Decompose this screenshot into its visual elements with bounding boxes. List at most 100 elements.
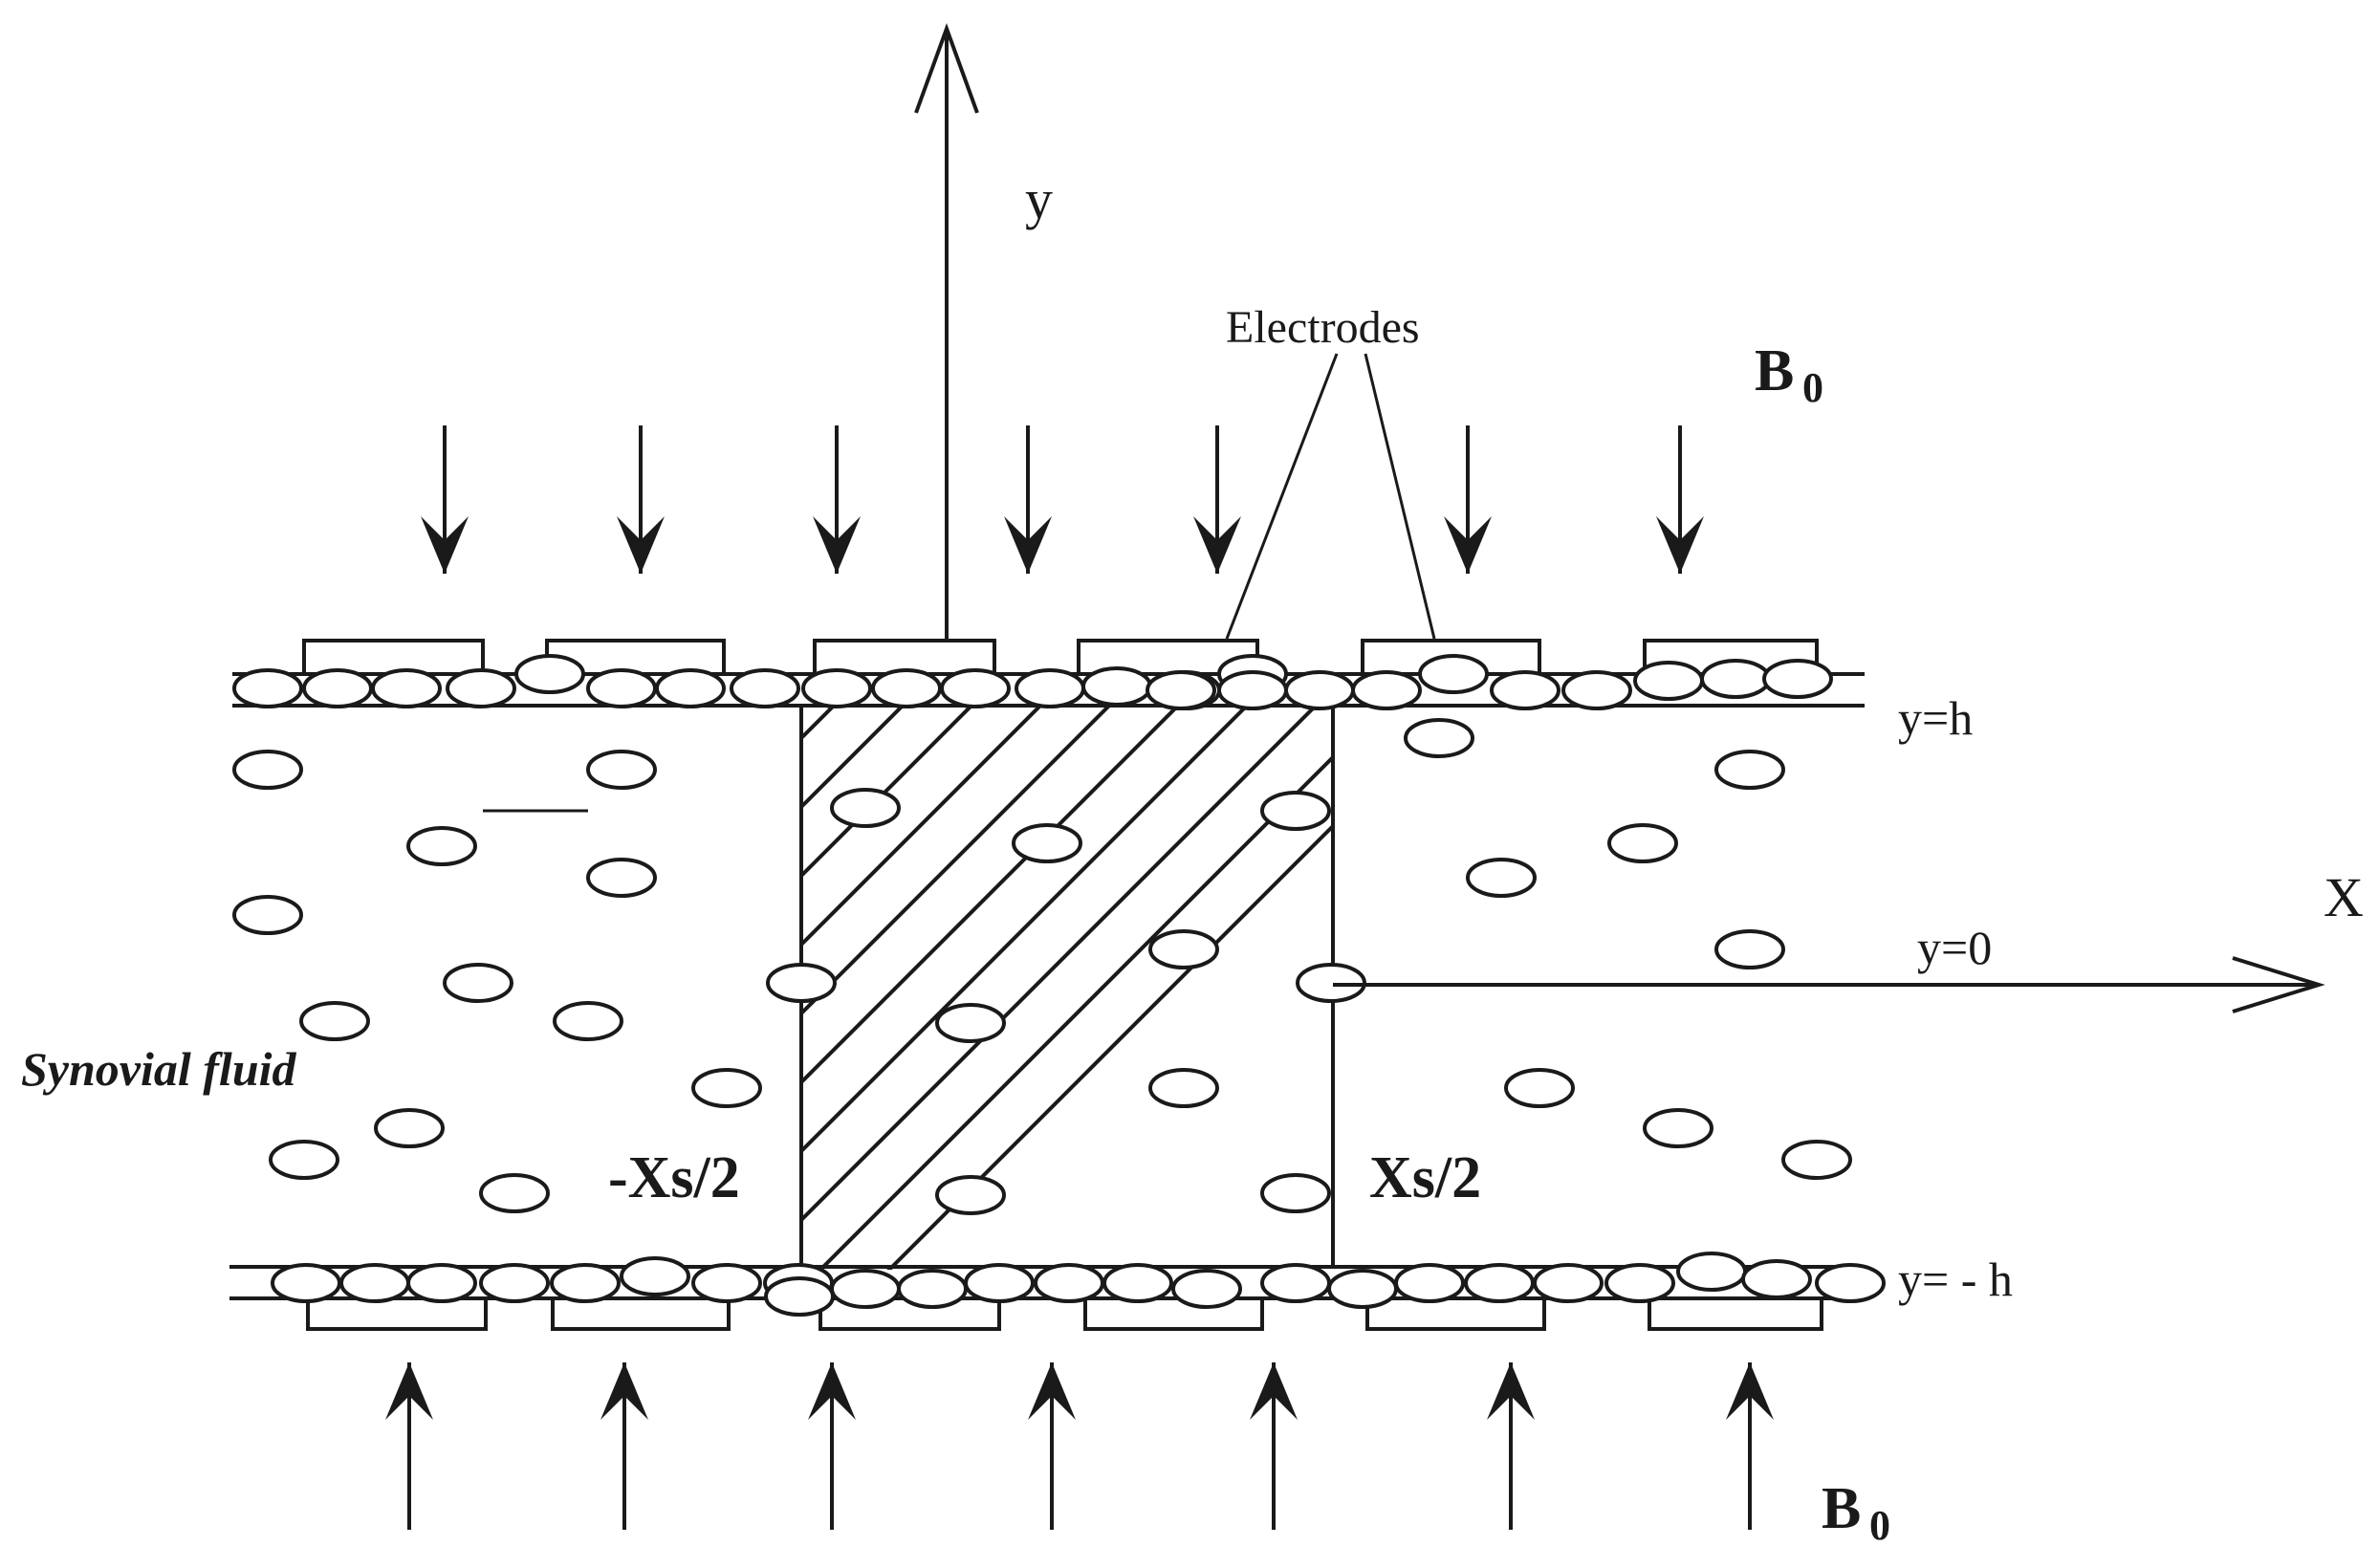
x-axis-label: X <box>2324 866 2364 928</box>
particle <box>1490 670 1561 710</box>
particle <box>1404 718 1474 758</box>
particle <box>1607 823 1678 863</box>
synovial-fluid-label: Synovial fluid <box>21 1042 297 1096</box>
hatch-line <box>801 708 972 878</box>
particle <box>1561 670 1632 710</box>
y-equals-0-label: y=0 <box>1917 921 1992 974</box>
electrode-plate <box>302 639 485 672</box>
particle <box>935 1003 1006 1043</box>
arrow-head <box>617 516 665 574</box>
particle <box>406 1263 477 1303</box>
particle <box>1504 1068 1575 1108</box>
particle <box>1418 654 1489 694</box>
particle <box>1604 1263 1675 1303</box>
down-arrow <box>1004 425 1052 574</box>
electrode-plate <box>306 1300 488 1331</box>
particle <box>1012 823 1082 863</box>
b0-top-subscript: 0 <box>1802 364 1823 411</box>
xs-half-label: Xs/2 <box>1369 1145 1481 1210</box>
particle <box>232 668 303 708</box>
electrode-plate <box>1083 1300 1264 1331</box>
down-arrow <box>421 425 469 574</box>
electrode-plate <box>1648 1300 1823 1331</box>
arrow-head <box>1193 516 1241 574</box>
particle <box>302 668 373 708</box>
particle <box>271 1263 341 1303</box>
particle <box>730 668 800 708</box>
particle <box>232 750 303 790</box>
particle <box>1781 1140 1852 1180</box>
hatch-line <box>801 708 1041 947</box>
particle <box>1394 1263 1465 1303</box>
particle <box>443 963 513 1003</box>
electrode-plate <box>1365 1300 1546 1331</box>
hatch-line <box>801 138 1333 669</box>
particle <box>269 1140 339 1180</box>
y-equals-h-label: y=h <box>1898 691 1973 745</box>
particle <box>1171 1269 1242 1309</box>
y-equals-minus-h-label: y= - h <box>1898 1252 2013 1306</box>
particle <box>1633 661 1704 701</box>
particle <box>1533 1263 1604 1303</box>
particle <box>1351 670 1422 710</box>
particle <box>1284 670 1355 710</box>
up-arrow <box>808 1362 856 1530</box>
arrow-head <box>813 516 861 574</box>
up-arrow <box>600 1362 648 1530</box>
minus-xs-half-label: -Xs/2 <box>608 1145 740 1210</box>
arrow-head <box>1487 1362 1535 1420</box>
up-arrow <box>385 1362 433 1530</box>
up-arrow <box>1487 1362 1535 1530</box>
particle <box>935 1175 1006 1215</box>
particle <box>1148 1068 1219 1108</box>
hatch-line <box>801 708 1317 1222</box>
particle <box>1146 670 1216 710</box>
particle <box>1260 1263 1331 1303</box>
particle <box>940 668 1011 708</box>
particle <box>374 1108 445 1148</box>
b0-top-letter: B <box>1755 338 1794 403</box>
arrow-head <box>1656 516 1704 574</box>
b0-bottom-label: B 0 <box>1822 1476 1890 1549</box>
b0-bottom-letter: B <box>1822 1476 1861 1541</box>
particle <box>446 668 516 708</box>
arrow-head <box>1004 516 1052 574</box>
particle <box>1464 1263 1535 1303</box>
particle <box>339 1263 410 1303</box>
particle <box>1466 858 1537 898</box>
hatch-line <box>801 708 904 809</box>
particle <box>1676 1252 1747 1292</box>
electrodes-leader-lines <box>1225 353 1436 640</box>
particle <box>1762 659 1833 699</box>
up-arrow <box>1250 1362 1298 1530</box>
particle <box>514 654 585 694</box>
particle <box>1643 1108 1713 1148</box>
electrode-plate <box>813 639 996 672</box>
particle <box>691 1263 762 1303</box>
particle <box>1148 929 1219 969</box>
particle <box>1327 1269 1398 1309</box>
particle <box>620 1256 690 1296</box>
hatch-line <box>801 0 1333 463</box>
particle <box>479 1173 550 1213</box>
b0-bottom-subscript: 0 <box>1869 1502 1890 1549</box>
particle <box>1081 666 1152 707</box>
arrow-head <box>808 1362 856 1420</box>
hatched-region <box>799 0 1335 1270</box>
particle <box>1741 1259 1812 1299</box>
hatch-line <box>801 0 1333 532</box>
particle <box>550 1263 621 1303</box>
hatch-line <box>818 755 1333 1270</box>
down-arrow <box>617 425 665 574</box>
particle <box>830 788 901 828</box>
particle <box>964 1263 1035 1303</box>
y-axis-arrow <box>914 23 979 641</box>
suspended-particles <box>232 654 1886 1317</box>
particle <box>830 1269 901 1309</box>
magnetic-field-arrows-top <box>421 425 1704 574</box>
down-arrow <box>1444 425 1492 574</box>
electrodes-label: Electrodes <box>1226 302 1420 353</box>
particle <box>1260 1173 1331 1213</box>
particle <box>299 1001 370 1041</box>
hatch-line <box>801 708 1110 1015</box>
